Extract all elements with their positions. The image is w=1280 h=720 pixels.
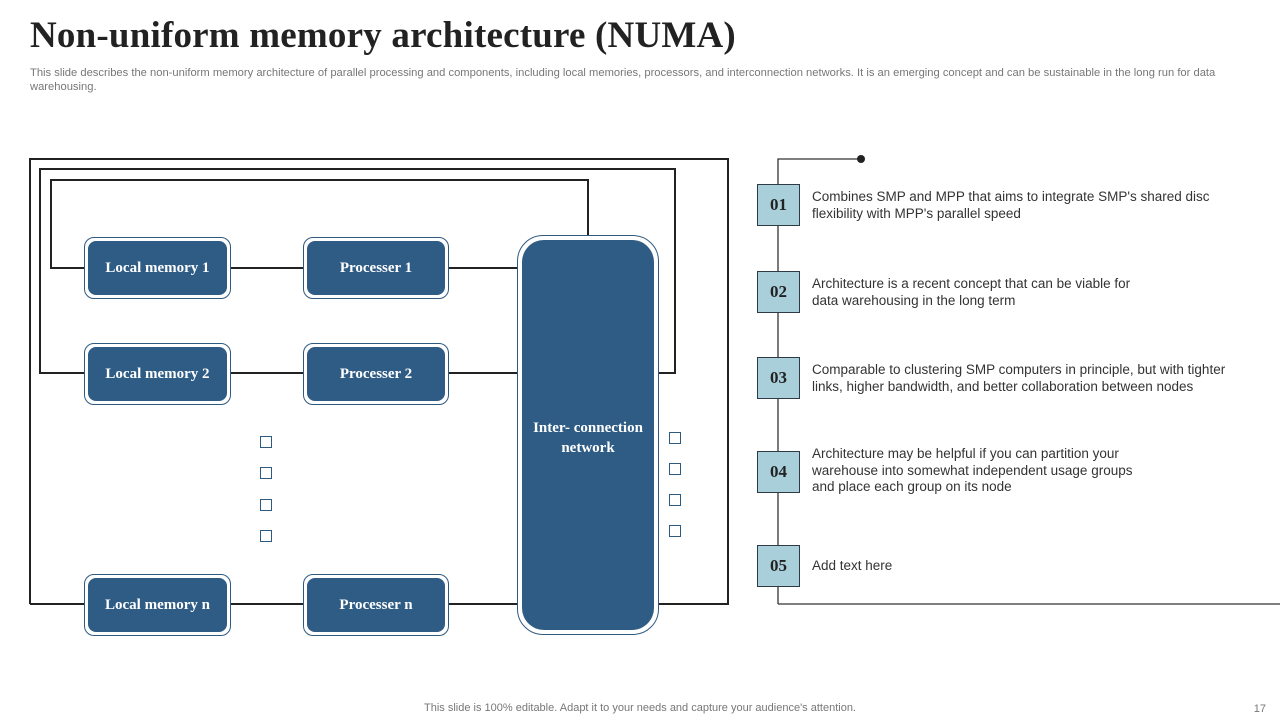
- processor-2-label: Processer 2: [307, 347, 445, 401]
- interconnection-network-label: Inter- connection network: [522, 240, 654, 630]
- loop-line-1: [50, 179, 589, 269]
- step-number-01: 01: [757, 184, 800, 226]
- step-text-02: Architecture is a recent concept that ca…: [812, 276, 1131, 308]
- ellipsis-square-icon: [669, 432, 681, 444]
- loop-line-2: [39, 168, 676, 374]
- local-memory-1-label: Local memory 1: [88, 241, 227, 295]
- step-text-03: Comparable to clustering SMP computers i…: [812, 362, 1226, 394]
- local-memory-n-label: Local memory n: [88, 578, 227, 632]
- interconnection-network-node: Inter- connection network: [517, 235, 659, 635]
- page-title: Non-uniform memory architecture (NUMA): [30, 15, 736, 56]
- page-number: 17: [1253, 703, 1266, 715]
- processor-n-node: Processer n: [303, 574, 449, 636]
- processor-1-label: Processer 1: [307, 241, 445, 295]
- step-number-03: 03: [757, 357, 800, 399]
- ellipsis-square-icon: [669, 494, 681, 506]
- step-text-04: Architecture may be helpful if you can p…: [812, 446, 1133, 494]
- ellipsis-square-icon: [260, 436, 272, 448]
- processor-n-label: Processer n: [307, 578, 445, 632]
- page-subtitle: This slide describes the non-uniform mem…: [30, 67, 1216, 93]
- local-memory-2-label: Local memory 2: [88, 347, 227, 401]
- step-text-05: Add text here: [812, 558, 893, 573]
- timeline-end-dot: [857, 155, 865, 163]
- step-number-04: 04: [757, 451, 800, 493]
- step-number-05: 05: [757, 545, 800, 587]
- step-number-02: 02: [757, 271, 800, 313]
- step-text-01: Combines SMP and MPP that aims to integr…: [812, 189, 1210, 221]
- footer-note: This slide is 100% editable. Adapt it to…: [424, 702, 856, 714]
- local-memory-n-node: Local memory n: [84, 574, 231, 636]
- ellipsis-square-icon: [260, 467, 272, 479]
- processor-2-node: Processer 2: [303, 343, 449, 405]
- local-memory-2-node: Local memory 2: [84, 343, 231, 405]
- ellipsis-square-icon: [260, 530, 272, 542]
- network-label-line2: network: [561, 440, 615, 456]
- network-label-line1: Inter- connection: [533, 420, 643, 436]
- ellipsis-square-icon: [260, 499, 272, 511]
- outer-frame-line: [29, 158, 729, 605]
- timeline-top-line: [777, 158, 860, 184]
- ellipsis-square-icon: [669, 525, 681, 537]
- local-memory-1-node: Local memory 1: [84, 237, 231, 299]
- processor-1-node: Processer 1: [303, 237, 449, 299]
- ellipsis-square-icon: [669, 463, 681, 475]
